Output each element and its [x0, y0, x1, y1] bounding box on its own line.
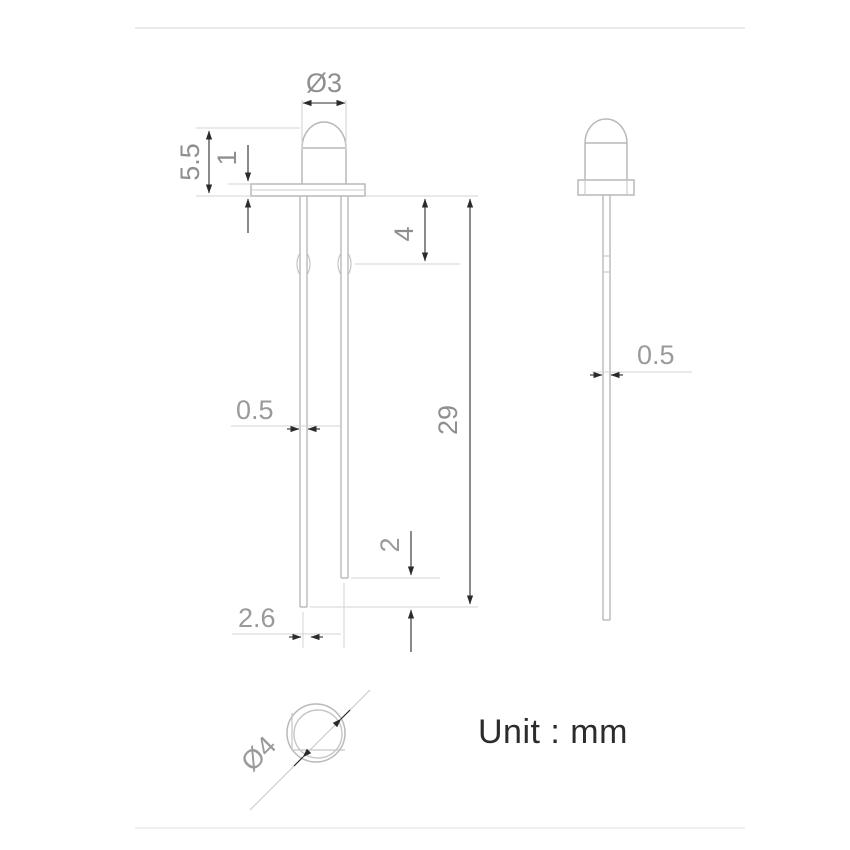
front-view-right-lead — [337, 196, 352, 579]
sheet-border — [135, 27, 745, 829]
front-view: Ø3 5.5 1 4 — [175, 68, 478, 652]
dimension-label-lead-offset-2: 2 — [375, 537, 405, 552]
dimension-label-flange-dia-4: Ø4 — [235, 730, 282, 777]
front-view-left-lead — [296, 196, 311, 608]
dimension-lead-offset-2: 2 — [310, 531, 440, 652]
dimension-label-side-lead-0p5: 0.5 — [637, 340, 675, 370]
side-view-lens-body — [584, 118, 628, 180]
dimension-diameter-3: Ø3 — [301, 68, 347, 150]
bottom-view: Ø4 — [235, 689, 371, 811]
dimension-label-lead-gap-4: 4 — [389, 226, 419, 241]
front-view-lens-body — [301, 121, 347, 184]
dimension-lead-pitch-2p6: 2.6 — [232, 583, 345, 648]
dimension-lead-gap-4: 4 — [355, 195, 460, 265]
front-view-flange — [250, 183, 366, 197]
side-view-flange — [577, 179, 635, 196]
bottom-view-flange-edge — [291, 713, 345, 751]
dimension-label-lead-width-0p5: 0.5 — [236, 395, 274, 425]
dimension-side-lead-0p5: 0.5 — [590, 340, 692, 379]
dimension-label-total-29: 29 — [433, 405, 463, 435]
side-view-lead — [602, 195, 611, 621]
dimension-label-height-5p5: 5.5 — [175, 143, 205, 181]
unit-note: Unit : mm — [478, 713, 628, 751]
dimension-label-flange-1: 1 — [212, 150, 242, 165]
dimension-label-diameter-3: Ø3 — [306, 68, 342, 98]
bottom-view-inner-circle — [293, 709, 343, 759]
dimension-label-lead-pitch-2p6: 2.6 — [238, 603, 276, 633]
side-view: 0.5 — [577, 118, 692, 621]
bottom-view-outer-circle — [286, 703, 346, 763]
dimension-lead-width-0p5: 0.5 — [231, 395, 341, 433]
dimension-flange-1: 1 — [212, 145, 252, 233]
